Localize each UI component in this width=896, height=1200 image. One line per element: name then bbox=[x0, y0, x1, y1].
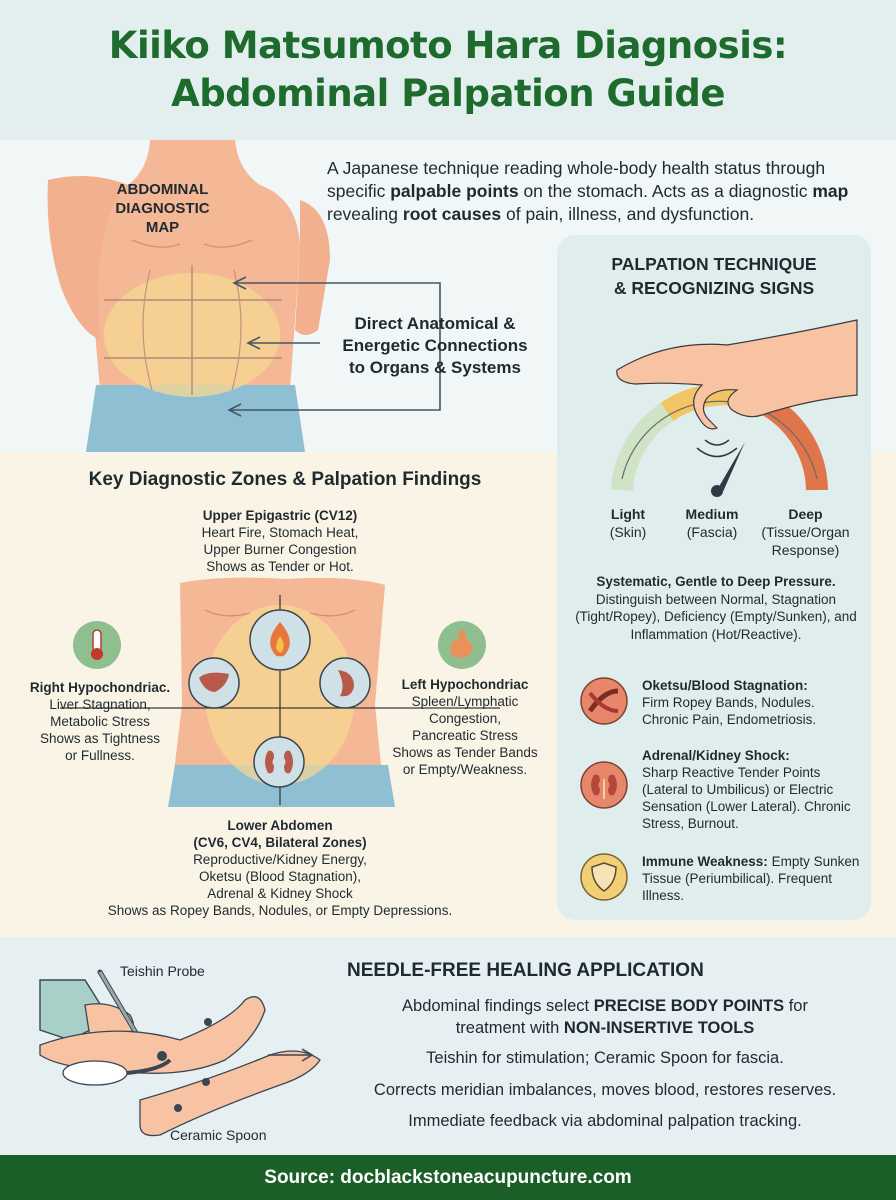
teishin-probe-label: Teishin Probe bbox=[120, 963, 205, 979]
kidney-zone-icon bbox=[253, 736, 305, 788]
gauge-deep-label: Deep(Tissue/Organ Response) bbox=[761, 506, 850, 558]
gauge-light-label: Light(Skin) bbox=[609, 506, 647, 540]
zones-title: Key Diagnostic Zones & Palpation Finding… bbox=[88, 469, 482, 490]
sign-adrenal: Adrenal/Kidney Shock:Sharp Reactive Tend… bbox=[580, 747, 865, 837]
sign-oketsu: Oketsu/Blood Stagnation:Firm Ropey Bands… bbox=[580, 677, 865, 737]
title-line-2: Abdominal Palpation Guide bbox=[171, 72, 725, 115]
zone-right-hypochondriac: Right Hypochondriac. Liver Stagnation, M… bbox=[29, 680, 171, 763]
healing-tools-illustration bbox=[39, 969, 321, 1137]
healing-title: NEEDLE-FREE HEALING APPLICATION bbox=[347, 960, 704, 981]
zone-left-hypochondriac: Left Hypochondriac Spleen/Lymphatic Cong… bbox=[392, 677, 538, 777]
intro-text: A Japanese technique reading whole-body … bbox=[327, 158, 849, 224]
pressure-description: Systematic, Gentle to Deep Pressure. Dis… bbox=[575, 574, 857, 642]
thermometer-icon bbox=[73, 621, 121, 669]
connections-label: Direct Anatomical & Energetic Connection… bbox=[342, 314, 528, 377]
footer-source: Source: docblackstoneacupuncture.com bbox=[0, 1155, 896, 1200]
header-band bbox=[0, 0, 896, 140]
blood-vessel-icon bbox=[580, 677, 628, 725]
healing-line-4: Corrects meridian imbalances, moves bloo… bbox=[373, 1081, 837, 1099]
spleen-icon bbox=[319, 657, 371, 709]
sign-immune: Immune Weakness: Empty Sunken Tissue (Pe… bbox=[580, 853, 865, 913]
title-line-1: Kiiko Matsumoto Hara Diagnosis: bbox=[108, 24, 788, 67]
technique-title: PALPATION TECHNIQUE & RECOGNIZING SIGNS bbox=[611, 254, 817, 298]
page-title: Kiiko Matsumoto Hara Diagnosis: Abdomina… bbox=[0, 22, 896, 118]
pressure-gauge-illustration bbox=[611, 319, 858, 497]
zone-lower-abdomen: Lower Abdomen (CV6, CV4, Bilateral Zones… bbox=[107, 818, 453, 918]
ceramic-spoon-label: Ceramic Spoon bbox=[170, 1127, 267, 1143]
zone-upper-epigastric: Upper Epigastric (CV12) Heart Fire, Stom… bbox=[201, 508, 359, 574]
healing-line-3: Teishin for stimulation; Ceramic Spoon f… bbox=[426, 1049, 784, 1067]
stomach-icon bbox=[438, 621, 486, 669]
liver-icon bbox=[188, 657, 240, 709]
healing-line-2: treatment with NON-INSERTIVE TOOLS bbox=[455, 1019, 755, 1037]
gauge-medium-label: Medium(Fascia) bbox=[685, 506, 739, 540]
healing-line-5: Immediate feedback via abdominal palpati… bbox=[408, 1112, 802, 1130]
flame-icon bbox=[249, 609, 311, 671]
healing-line-1: Abdominal findings select PRECISE BODY P… bbox=[402, 997, 808, 1015]
abdominal-map-label: ABDOMINAL DIAGNOSTIC MAP bbox=[115, 181, 210, 236]
shield-icon bbox=[580, 853, 628, 901]
kidney-icon bbox=[580, 761, 628, 809]
abdominal-map-illustration bbox=[47, 140, 441, 452]
